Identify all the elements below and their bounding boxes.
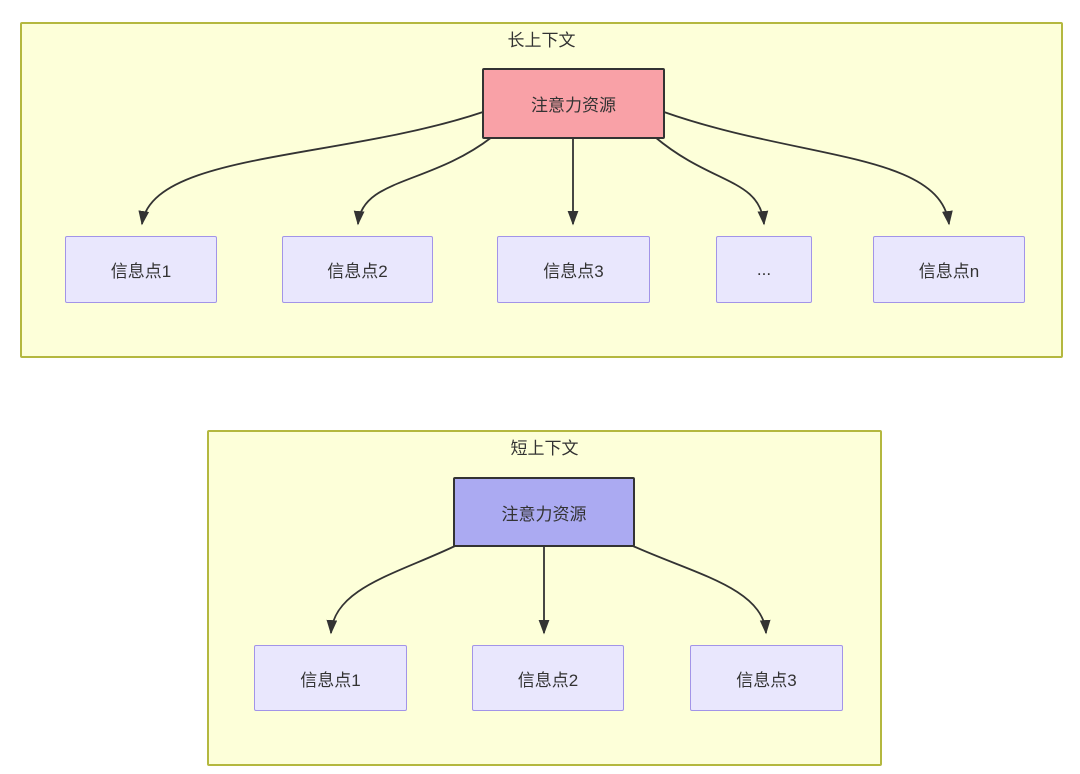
long-attention-resource-node: 注意力资源 [482,68,665,139]
long-info-node-ellipsis: ... [716,236,812,303]
long-context-title: 长上下文 [507,31,576,50]
short-attention-resource-node: 注意力资源 [453,477,635,547]
short-info-node-3: 信息点3 [690,645,843,711]
long-info-node-3: 信息点3 [497,236,650,303]
short-info-node-1: 信息点1 [254,645,407,711]
long-info-node-n: 信息点n [873,236,1025,303]
short-context-title: 短上下文 [510,439,579,458]
long-info-node-1: 信息点1 [65,236,217,303]
long-info-node-2: 信息点2 [282,236,433,303]
short-info-node-2: 信息点2 [472,645,624,711]
